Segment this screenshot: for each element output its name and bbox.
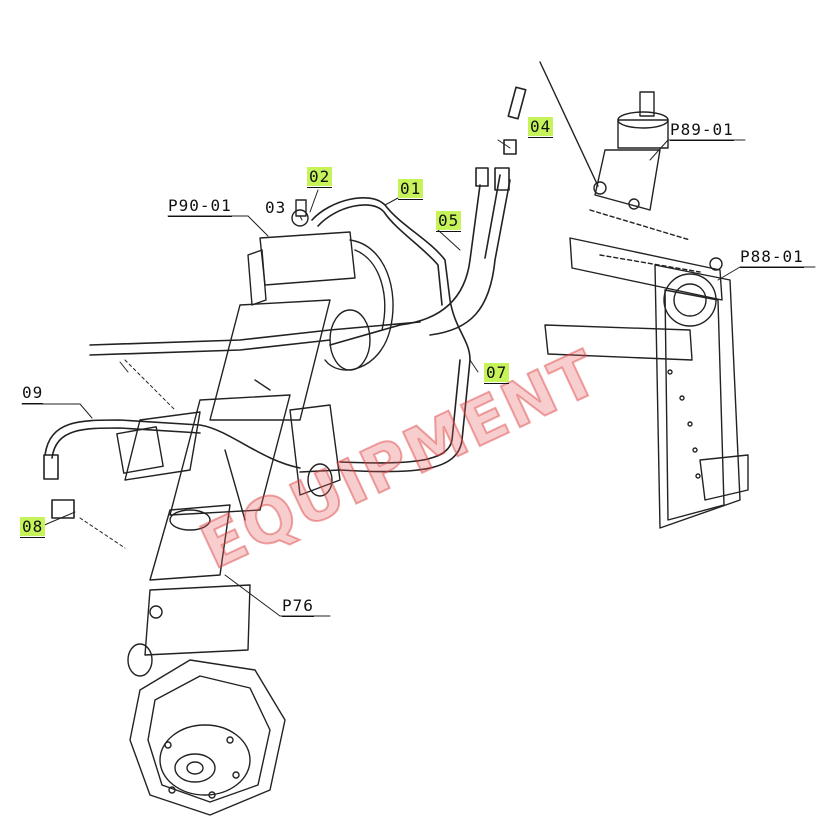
label-08-text: 08 (20, 517, 46, 536)
label-02-text: 02 (307, 167, 333, 186)
label-05-text: 05 (436, 211, 462, 230)
label-05: 05 (436, 211, 462, 232)
label-p89-01: P89-01 (670, 120, 734, 141)
label-p88-01: P88-01 (740, 247, 804, 268)
label-09: 09 (22, 383, 44, 404)
label-03: 03 (265, 198, 287, 217)
hydraulic-hoses (43, 86, 527, 519)
label-01: 01 (398, 179, 424, 200)
leader-lines (21, 139, 816, 617)
label-07-text: 07 (484, 363, 510, 382)
label-04: 04 (528, 117, 554, 138)
label-p76: P76 (282, 596, 314, 617)
label-07: 07 (484, 363, 510, 384)
cylinder-p89 (539, 61, 669, 211)
bracket-p88 (544, 209, 749, 529)
label-08: 08 (20, 517, 46, 538)
label-04-text: 04 (528, 117, 554, 136)
pump-p90 (247, 199, 394, 371)
axle-housing-p76 (116, 299, 341, 677)
label-02: 02 (307, 167, 333, 188)
label-01-text: 01 (398, 179, 424, 198)
brake-hub (129, 659, 286, 816)
label-p90-01: P90-01 (168, 196, 232, 217)
